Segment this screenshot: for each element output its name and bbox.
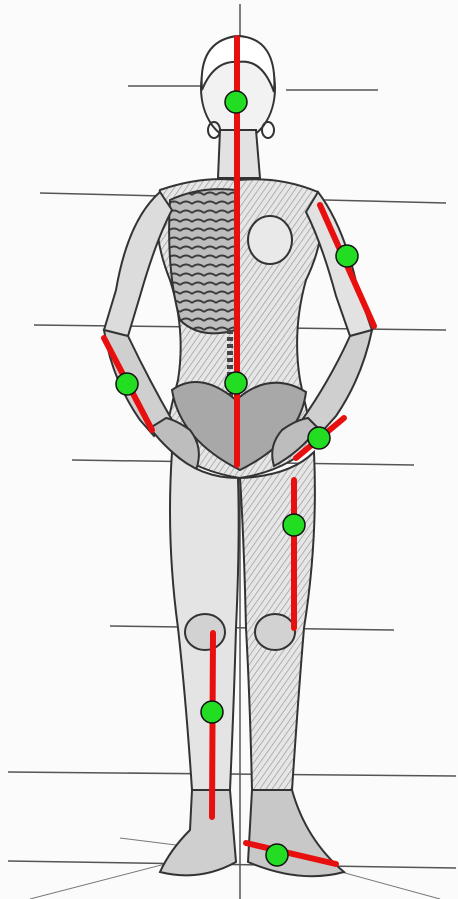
left-upper-arm	[104, 192, 172, 336]
trunk-marker	[225, 372, 247, 394]
left-hand-marker	[308, 427, 330, 449]
left-foot-marker	[266, 844, 288, 866]
rib-cage	[169, 189, 236, 333]
right-shank-segment	[212, 633, 213, 817]
right-shank-marker	[201, 701, 223, 723]
guideline	[8, 772, 456, 776]
breast	[248, 216, 292, 264]
segment-axes	[104, 38, 374, 864]
left-foot	[160, 790, 236, 875]
right-knee	[255, 614, 295, 650]
right-ear	[262, 122, 274, 138]
head-marker	[225, 91, 247, 113]
left-thigh-marker	[283, 514, 305, 536]
left-forearm-marker	[116, 373, 138, 395]
left-knee	[185, 614, 225, 650]
right-upper-arm-marker	[336, 245, 358, 267]
